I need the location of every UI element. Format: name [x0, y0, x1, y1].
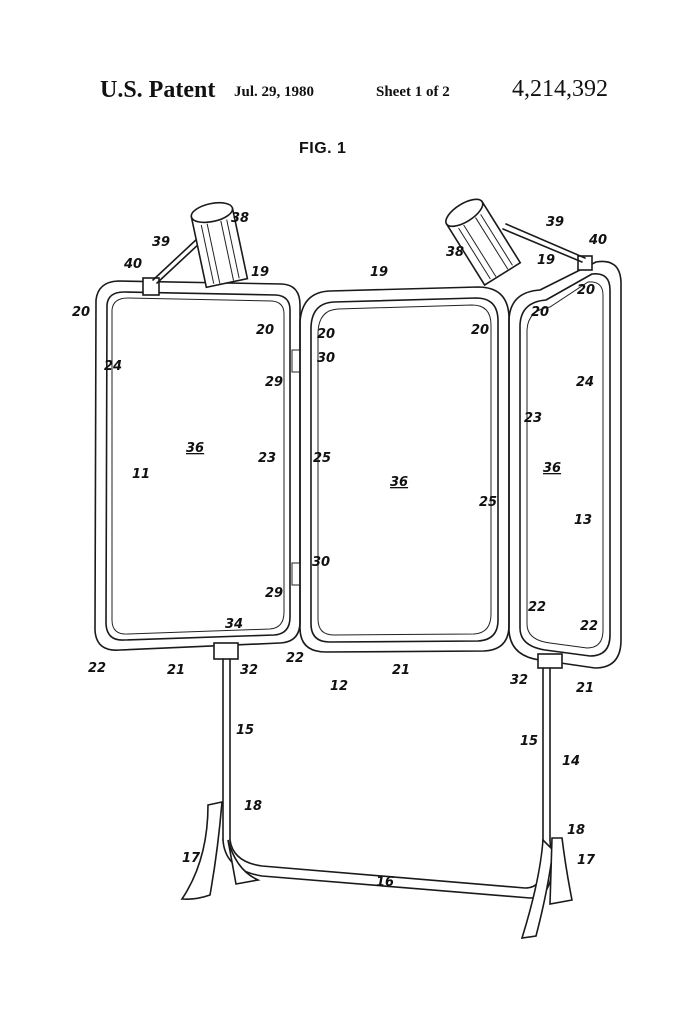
- ref-24-left: 24: [104, 359, 122, 374]
- right-mirror-panel: [445, 198, 622, 669]
- patent-title: U.S. Patent: [100, 77, 216, 103]
- ref-40-right: 40: [588, 233, 607, 248]
- ref-12: 12: [330, 679, 348, 694]
- ref-30-lower: 30: [312, 555, 330, 570]
- ref-15-right: 15: [520, 734, 538, 749]
- hinge-30-lower: [291, 562, 301, 586]
- ref-21-right: 21: [576, 681, 594, 696]
- ref-40-left: 40: [123, 257, 142, 272]
- ref-23-left: 23: [258, 451, 276, 466]
- ref-22-bl-right: 22: [528, 600, 546, 615]
- bracket-32-left: [213, 642, 239, 660]
- foot-17-left: [180, 800, 223, 900]
- ref-16: 16: [376, 875, 394, 890]
- ref-36-center: 36: [390, 475, 408, 490]
- ref-11: 11: [132, 467, 150, 482]
- ref-22-br-right: 22: [580, 619, 598, 634]
- patent-number: 4,214,392: [512, 76, 608, 102]
- ref-23-right: 23: [524, 411, 542, 426]
- sheet-number: Sheet 1 of 2: [376, 84, 450, 100]
- ref-21-left: 21: [167, 663, 185, 678]
- reference-numerals: 38 39 40 19 20 20 24 36 11 23 25 29 30 2…: [72, 211, 607, 890]
- ref-32-left: 32: [240, 663, 258, 678]
- ref-38-left: 38: [231, 211, 249, 226]
- ref-39-left: 39: [152, 235, 170, 250]
- ref-19-center: 19: [370, 265, 388, 280]
- bracket-32-right: [537, 653, 563, 669]
- lamp-38-left: [190, 201, 249, 289]
- hinge-30-upper: [291, 349, 301, 373]
- ref-32-right: 32: [510, 673, 528, 688]
- ref-13: 13: [574, 513, 592, 528]
- floor-stand: [180, 658, 573, 939]
- patent-header: U.S. Patent Jul. 29, 1980 Sheet 1 of 2 4…: [0, 74, 697, 114]
- ref-25-right: 25: [479, 495, 497, 510]
- ref-22-center: 22: [286, 651, 304, 666]
- ref-18-left: 18: [244, 799, 262, 814]
- ref-34: 34: [225, 617, 243, 632]
- ref-30-upper: 30: [317, 351, 335, 366]
- ref-20-tl-right: 20: [531, 305, 549, 320]
- ref-20-tr-left: 20: [256, 323, 274, 338]
- patent-date: Jul. 29, 1980: [234, 84, 315, 100]
- ref-14: 14: [562, 754, 580, 769]
- ref-36-left: 36: [186, 441, 204, 456]
- ref-18-right: 18: [567, 823, 585, 838]
- ref-25-left: 25: [313, 451, 331, 466]
- ref-19-right: 19: [537, 253, 555, 268]
- ref-15-left: 15: [236, 723, 254, 738]
- ref-17-right: 17: [577, 853, 596, 868]
- ref-29-lower: 29: [265, 586, 283, 601]
- ref-38-right: 38: [446, 245, 464, 260]
- lamp-38-right: [445, 198, 522, 287]
- ref-20-tl-left: 20: [72, 305, 90, 320]
- clamp-40-right: [577, 255, 593, 271]
- ref-19-left: 19: [251, 265, 269, 280]
- ref-36-right: 36: [543, 461, 561, 476]
- ref-21-center: 21: [392, 663, 410, 678]
- ref-39-right: 39: [546, 215, 564, 230]
- ref-29-upper: 29: [265, 375, 283, 390]
- figure-label: FIG. 1: [299, 140, 347, 157]
- ref-17-left: 17: [182, 851, 201, 866]
- ref-24-right: 24: [576, 375, 594, 390]
- ref-22-left: 22: [88, 661, 106, 676]
- ref-20-tr-right: 20: [577, 283, 595, 298]
- ref-20-tl-center: 20: [317, 327, 335, 342]
- clamp-40-left: [142, 277, 160, 296]
- ref-20-tr-center: 20: [471, 323, 489, 338]
- left-mirror-panel: [94, 201, 301, 660]
- foot-17-right: [520, 838, 554, 939]
